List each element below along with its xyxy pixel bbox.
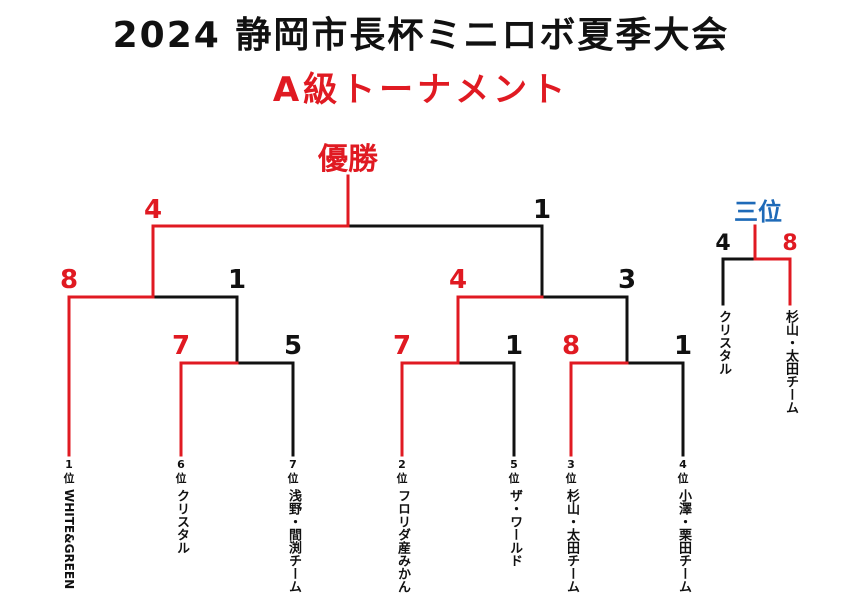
team-rank: 3 位 — [565, 458, 577, 485]
losing-paths — [151, 224, 757, 457]
third-place-team-left: クリスタル — [713, 307, 733, 375]
path-m4-right — [625, 361, 685, 457]
third-place-label: 三位 — [734, 198, 782, 226]
path-m4-left — [569, 361, 629, 457]
team-name: ザ・ワールド — [507, 489, 522, 567]
team-rank: 4 位 — [677, 458, 689, 485]
team-name: フロリダ産みかん — [395, 489, 410, 593]
team-slot: 3 位 杉山・太田チーム — [561, 458, 581, 593]
path-third-left — [721, 257, 757, 306]
page-subtitle: A級トーナメント — [272, 70, 570, 110]
champion-label: 優勝 — [318, 142, 378, 177]
score-third-left: 4 — [715, 231, 730, 256]
team-name: WHITE&GREEN — [62, 489, 76, 590]
path-m3-right — [456, 361, 516, 457]
team-slot: 5 位 ザ・ワールド — [504, 458, 524, 567]
team-slot: 6 位 クリスタル — [171, 458, 191, 554]
path-m5-right — [540, 295, 629, 365]
path-third-right — [753, 224, 792, 306]
team-name: 浅野・間渕チーム — [286, 489, 301, 593]
path-m1-right — [235, 361, 295, 457]
path-m5-left — [456, 295, 544, 365]
path-final-right — [346, 224, 544, 299]
team-rank: 1 位 — [63, 458, 75, 485]
team-slot: 4 位 小澤・栗田チーム — [673, 458, 693, 593]
team-name: クリスタル — [716, 310, 731, 375]
score-m4-left: 8 — [562, 331, 580, 361]
score-m4-right: 1 — [674, 331, 692, 361]
score-m2-left: 8 — [60, 265, 78, 295]
score-m5-left: 4 — [449, 265, 467, 295]
path-m2-right — [151, 295, 239, 365]
team-slot: 7 位 浅野・間渕チーム — [283, 458, 303, 593]
team-name: 杉山・太田チーム — [783, 310, 798, 414]
path-m1-left — [179, 361, 239, 457]
team-slot: 2 位 フロリダ産みかん — [392, 458, 412, 593]
team-name: 小澤・栗田チーム — [676, 489, 691, 593]
score-m3-right: 1 — [505, 331, 523, 361]
score-m5-right: 3 — [618, 265, 636, 295]
score-final-right: 1 — [533, 195, 551, 225]
team-slot: 1 位 WHITE&GREEN — [59, 458, 79, 589]
path-m3-left — [400, 361, 460, 457]
score-m2-right: 1 — [228, 265, 246, 295]
team-rank: 2 位 — [396, 458, 408, 485]
winning-paths — [67, 174, 792, 457]
score-final-left: 4 — [144, 195, 162, 225]
team-name: 杉山・太田チーム — [564, 489, 579, 593]
third-place-team-right: 杉山・太田チーム — [780, 307, 800, 414]
team-rank: 6 位 — [175, 458, 187, 485]
path-m2-left — [67, 295, 155, 457]
path-final-left — [151, 174, 350, 299]
team-name: クリスタル — [174, 489, 189, 554]
team-rank: 5 位 — [508, 458, 520, 485]
score-m1-right: 5 — [284, 331, 302, 361]
score-m3-left: 7 — [393, 331, 411, 361]
page-title: 2024 静岡市長杯ミニロボ夏季大会 — [112, 15, 730, 56]
score-m1-left: 7 — [172, 331, 190, 361]
score-third-right: 8 — [782, 231, 797, 256]
team-rank: 7 位 — [287, 458, 299, 485]
